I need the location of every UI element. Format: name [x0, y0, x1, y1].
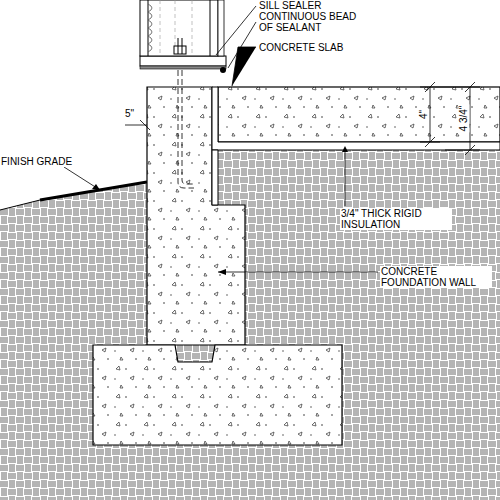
dimension-text: 5" [124, 108, 135, 119]
stud-wall [140, 0, 218, 56]
dimension-text: 4 3/4" [458, 105, 469, 133]
callout-label: 3/4" THICK RIGID INSULATION [340, 208, 452, 230]
sealant-bead [220, 67, 226, 73]
sill-plate [140, 56, 226, 66]
concrete-slab [218, 87, 500, 142]
callout-label: SILL SEALER [258, 0, 322, 11]
dimension-text: 4" [418, 109, 429, 120]
anchor-bolt [174, 46, 186, 54]
callout-label: CONTINUOUS BEAD OF SEALANT [258, 11, 370, 33]
callout-label: CONCRETE SLAB [258, 42, 344, 53]
rigid-insulation [212, 87, 500, 150]
soil-left [0, 182, 147, 500]
callout-label: FINISH GRADE [0, 156, 73, 167]
callout-label: CONCRETE FOUNDATION WALL [380, 266, 492, 288]
sill-sealer [140, 66, 226, 69]
footing [93, 345, 342, 445]
